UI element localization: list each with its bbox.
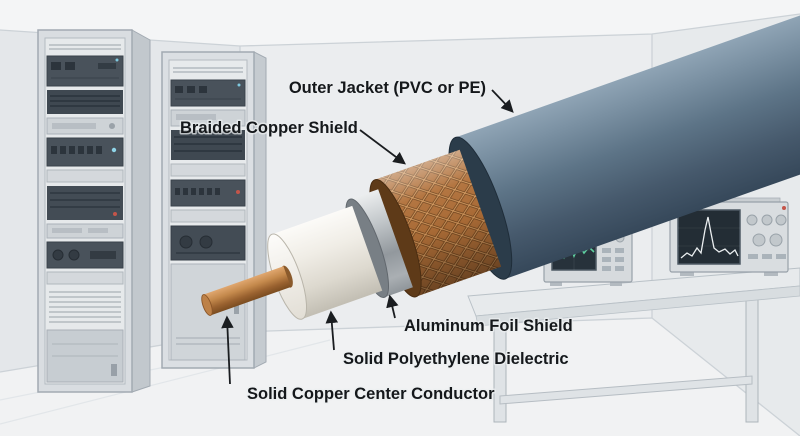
rack-unit-panel	[46, 329, 124, 383]
scope-button	[615, 266, 624, 271]
power-led	[782, 206, 786, 210]
rack-unit-audio	[170, 225, 246, 261]
scope-button	[615, 248, 624, 253]
scope-button	[602, 266, 611, 271]
rack-unit-server	[170, 79, 246, 107]
floor-seam	[0, 339, 331, 425]
rack-unit-vent	[49, 44, 121, 50]
rack-unit-switch	[170, 179, 246, 207]
rack-unit-grille	[47, 186, 123, 220]
scope-knob	[746, 214, 758, 226]
conductor-tip	[201, 294, 213, 316]
scope-button	[776, 254, 786, 259]
foil-shield-label: Aluminum Foil Shield	[404, 317, 573, 335]
callouts: Outer Jacket (PVC or PE) Braided Copper …	[179, 78, 575, 405]
center-conductor-arrow	[221, 315, 234, 385]
dielectric-label: Solid Polyethylene Dielectric	[343, 350, 569, 368]
cable-layer-center-conductor	[201, 266, 291, 316]
rack-unit-drive	[46, 223, 124, 239]
server-rack-2	[161, 51, 267, 369]
rack-unit-drive	[170, 109, 246, 127]
oscilloscope-screen	[677, 209, 741, 265]
rack-unit-blank	[170, 209, 246, 223]
table-top	[467, 267, 800, 317]
scope-foot	[610, 282, 622, 286]
workbench-table	[467, 267, 800, 423]
oscilloscope-2	[669, 197, 789, 276]
scope-knob	[769, 233, 783, 247]
rack-unit-vent	[49, 291, 121, 323]
scope-button	[602, 248, 611, 253]
coax-cable	[201, 0, 800, 320]
dielectric-arrow	[325, 310, 339, 351]
cable-layer-braided-shield	[369, 149, 502, 298]
outer-jacket-arrow	[491, 89, 514, 113]
rack-unit-switch	[46, 137, 124, 167]
rack-unit-grille	[47, 90, 123, 114]
scope-button	[748, 254, 758, 259]
rack-side-panel	[253, 51, 267, 369]
outer-jacket-label: Outer Jacket (PVC or PE)	[289, 79, 486, 97]
screen-grid	[678, 227, 740, 247]
rack-unit-blank	[46, 271, 124, 285]
scope-button	[762, 254, 772, 259]
center-conductor-label: Solid Copper Center Conductor	[247, 385, 495, 403]
scope-button	[602, 257, 611, 262]
braided-shield-arrow	[359, 129, 407, 165]
rack-unit-door	[170, 263, 246, 361]
scope-foot	[680, 272, 694, 276]
server-rack-1	[37, 29, 151, 393]
rack-side-panel	[131, 29, 151, 393]
rack-unit-drive	[46, 117, 124, 135]
rack-unit-blank	[46, 169, 124, 183]
ceiling	[0, 0, 800, 46]
scope-button	[615, 257, 624, 262]
table-edge	[475, 285, 800, 327]
rack-unit-grille	[171, 130, 245, 160]
scope-knob	[761, 214, 773, 226]
rack-unit-server	[46, 55, 124, 87]
table-shelf	[499, 375, 753, 405]
table-leg	[493, 319, 507, 423]
braided-shield-label: Braided Copper Shield	[180, 119, 358, 137]
rack-unit-vent	[173, 67, 243, 73]
scope-foot	[550, 282, 562, 286]
rack-unit-blank	[170, 163, 246, 177]
spectrum-trace	[680, 216, 739, 259]
scope-knob	[752, 233, 766, 247]
table-leg	[745, 293, 759, 423]
scope-knob	[775, 214, 787, 226]
rack-unit-audio	[46, 241, 124, 269]
foil-shield-arrow	[386, 294, 399, 319]
scope-foot	[764, 272, 778, 276]
